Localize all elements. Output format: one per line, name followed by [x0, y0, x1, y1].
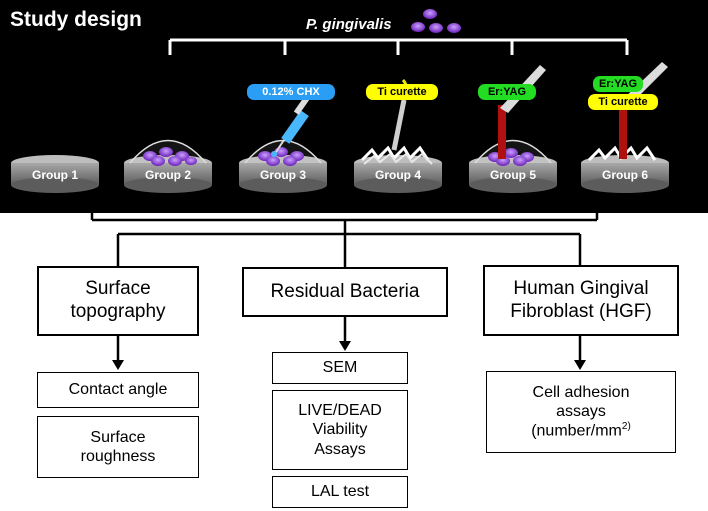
chx-tag: 0.12% CHX [247, 84, 335, 100]
dish-group-5 [469, 65, 557, 193]
cell-adhesion-box: Cell adhesion assays (number/mm2) [486, 371, 676, 453]
dish-group-6 [581, 62, 669, 193]
syringe-icon [271, 95, 311, 157]
group-bracket [168, 38, 629, 55]
group-5-label: Group 5 [489, 168, 536, 182]
page-title: Study design [10, 8, 142, 31]
group-2-label: Group 2 [144, 168, 191, 182]
cell-adhesion-unit: (number/mm2) [531, 421, 631, 440]
laser-beam-icon [619, 105, 627, 159]
hgf-box: Human Gingival Fibroblast (HGF) [483, 265, 679, 336]
ti-curette-tag: Ti curette [366, 84, 438, 100]
eryag-tag-group-6: Er:YAG [593, 76, 643, 92]
dish-group-2 [124, 139, 212, 193]
contact-angle-box: Contact angle [37, 372, 199, 408]
ti-curette-tag-group-6: Ti curette [588, 94, 658, 110]
surface-topography-box: Surface topography [37, 266, 199, 336]
dish-group-1 [11, 155, 99, 193]
cell-adhesion-label: Cell adhesion assays [532, 384, 630, 421]
group-6-label: Group 6 [601, 168, 648, 182]
flow-connectors [90, 213, 599, 360]
live-dead-box: LIVE/DEAD Viability Assays [272, 390, 408, 470]
dish-group-3 [239, 95, 327, 193]
group-1-label: Group 1 [31, 168, 78, 182]
group-4-label: Group 4 [374, 168, 421, 182]
sem-box: SEM [272, 352, 408, 384]
bacteria-cluster-icon [411, 9, 461, 33]
surface-roughness-box: Surface roughness [37, 416, 199, 478]
group-3-label: Group 3 [259, 168, 306, 182]
dish-group-4 [354, 79, 442, 193]
residual-bacteria-box: Residual Bacteria [242, 267, 448, 317]
lal-test-box: LAL test [272, 476, 408, 508]
flow-arrowheads [112, 341, 586, 370]
eryag-tag: Er:YAG [478, 84, 536, 100]
bacteria-label: P. gingivalis [306, 16, 392, 33]
laser-beam-icon [498, 105, 506, 159]
